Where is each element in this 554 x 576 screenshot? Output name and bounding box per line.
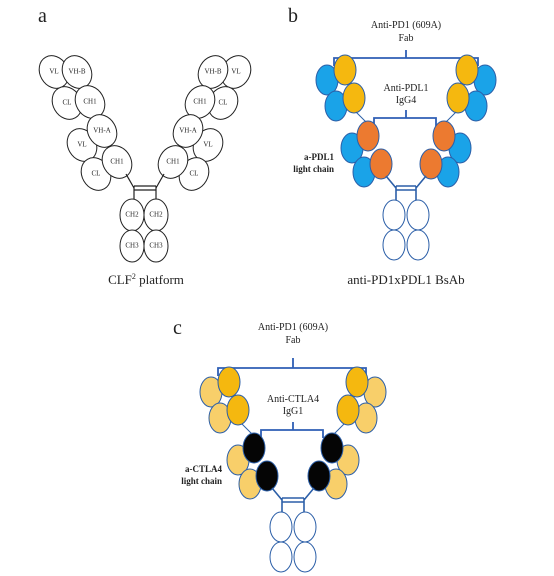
ch1-domain [101, 145, 133, 179]
vh-a-domain-label: VH-A [179, 127, 197, 135]
inner-fab-brace [260, 422, 324, 438]
ctla4-fab-domain [320, 432, 344, 464]
outer-fab-label-line2: Fab [399, 33, 414, 44]
panel-a-caption: CLF2 platform [108, 272, 184, 287]
ch1-domain [157, 145, 189, 179]
clf2-hinge [125, 173, 165, 200]
vl-domain-label: VL [49, 68, 58, 76]
cl-domain-label: CL [190, 170, 199, 178]
bsab-c-fc [269, 511, 317, 573]
ch1-domain-label: CH1 [166, 158, 180, 166]
fc-domain [293, 511, 317, 543]
bsab-c-right-arm [307, 366, 387, 500]
light-chain-label-line1: a-CTLA4 [185, 464, 223, 474]
clf2-fc: CH2 CH2 CH3 CH3 [119, 198, 169, 263]
cl-domain-label: CL [63, 99, 72, 107]
ch3-domain-label: CH3 [149, 242, 163, 250]
ch2-domain-label: CH2 [149, 211, 163, 219]
ch1-domain-label: CH1 [193, 98, 207, 106]
panel-b: b Anti-PD1 (609A) Fab Anti-PDL1 IgG4 [288, 5, 497, 287]
pd1-fab-domain [455, 54, 479, 86]
pd1-fab-domain [446, 82, 470, 114]
ch1-domain-label: CH1 [110, 158, 124, 166]
fc-domain [269, 541, 293, 573]
clf2-right-arm: VL VH-B CL CH1 VL VH-A CL CH1 [157, 55, 252, 191]
fc-domain [382, 229, 406, 261]
pd1-fab-domain [217, 366, 241, 398]
panel-c-letter: c [173, 317, 182, 339]
outer-fab-label-line1: Anti-PD1 (609A) [371, 20, 441, 31]
vh-b-domain-label: VH-B [68, 68, 85, 76]
inner-fab-brace [373, 110, 437, 126]
light-chain-label-line2: light chain [293, 164, 334, 174]
ch3-domain-label: CH3 [125, 242, 139, 250]
pd1-fab-domain [342, 82, 366, 114]
panel-c: c Anti-PD1 (609A) Fab Anti-CTLA4 IgG1 [173, 317, 387, 573]
ch2-domain-label: CH2 [125, 211, 139, 219]
fc-domain [269, 511, 293, 543]
outer-fab-label-line2: Fab [286, 335, 301, 346]
panel-b-caption: anti-PD1xPDL1 BsAb [347, 272, 464, 287]
outer-fab-label-line1: Anti-PD1 (609A) [258, 322, 328, 333]
vh-b-domain-label: VH-B [204, 68, 221, 76]
bsab-c-left-arm [199, 366, 279, 500]
bsab-b-right-arm [419, 54, 497, 188]
outer-fab-brace [217, 358, 367, 376]
inner-fab-label-line2: IgG4 [396, 95, 417, 106]
panel-b-letter: b [288, 5, 298, 27]
pdl1-fab-domain [369, 148, 393, 180]
ch1-domain-label: CH1 [83, 98, 97, 106]
vh-a-domain-label: VH-A [93, 127, 111, 135]
bsab-c-hinge [271, 487, 315, 512]
pd1-fab-domain [333, 54, 357, 86]
light-chain-label-line2: light chain [181, 476, 222, 486]
pdl1-fab-domain [419, 148, 443, 180]
cl-domain-label: CL [219, 99, 228, 107]
bsab-b-left-arm [315, 54, 393, 188]
fc-domain [406, 199, 430, 231]
vl-domain-label: VL [231, 68, 240, 76]
pd1-fab-domain [336, 394, 360, 426]
ctla4-fab-domain [255, 460, 279, 492]
inner-fab-label-line1: Anti-CTLA4 [267, 394, 319, 405]
bsab-b-hinge [385, 175, 427, 200]
panel-a-letter: a [38, 5, 47, 27]
pdl1-fab-domain [432, 120, 456, 152]
ctla4-fab-domain [242, 432, 266, 464]
outer-fab-brace [333, 50, 479, 66]
ch3-domain [143, 229, 169, 263]
light-chain-label-line1: a-PDL1 [304, 152, 334, 162]
fc-domain [382, 199, 406, 231]
panel-a: a VL VH-B CL CH1 VL VH-A CL CH1 VL VH-B [38, 5, 252, 287]
fc-domain [293, 541, 317, 573]
vh-a-domain [86, 114, 118, 148]
vl-domain-label: VL [203, 141, 212, 149]
vh-a-domain [172, 114, 204, 148]
pd1-fab-domain [226, 394, 250, 426]
cl-domain-label: CL [92, 170, 101, 178]
pdl1-fab-domain [356, 120, 380, 152]
fc-domain [406, 229, 430, 261]
inner-fab-label-line2: IgG1 [283, 406, 304, 417]
ctla4-fab-domain [307, 460, 331, 492]
pd1-fab-domain [345, 366, 369, 398]
clf2-left-arm: VL VH-B CL CH1 VL VH-A CL CH1 [38, 55, 133, 191]
vl-domain-label: VL [77, 141, 86, 149]
bsab-b-fc [382, 199, 430, 261]
inner-fab-label-line1: Anti-PDL1 [384, 83, 429, 94]
